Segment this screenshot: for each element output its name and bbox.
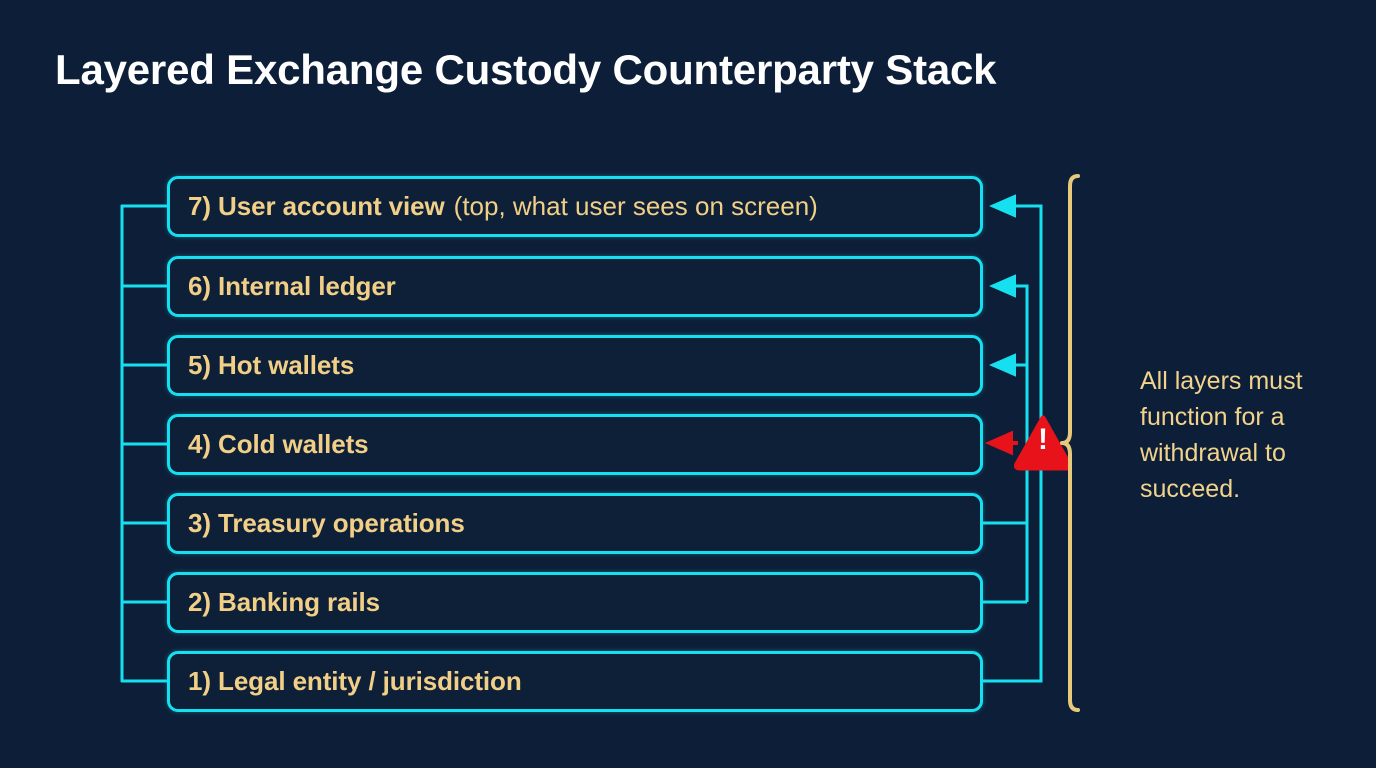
layer-label-3: 3) Treasury operations xyxy=(188,508,465,538)
layer-label-4: 4) Cold wallets xyxy=(188,429,369,459)
layer-note-7: (top, what user sees on screen) xyxy=(453,191,818,221)
layer-box-7[interactable]: 7) User account view (top, what user see… xyxy=(167,176,983,237)
annotation-text: All layers must function for a withdrawa… xyxy=(1140,367,1303,503)
layer-box-4[interactable]: 4) Cold wallets xyxy=(167,414,983,475)
layer-box-2[interactable]: 2) Banking rails xyxy=(167,572,983,633)
page-title: Layered Exchange Custody Counterparty St… xyxy=(55,46,997,93)
layer-box-3[interactable]: 3) Treasury operations xyxy=(167,493,983,554)
layer-box-5[interactable]: 5) Hot wallets xyxy=(167,335,983,396)
scope-brace xyxy=(1060,174,1080,712)
wire-from-layer-1 xyxy=(983,455,1043,683)
layer-label-6: 6) Internal ledger xyxy=(188,271,396,301)
layer-label-5: 5) Hot wallets xyxy=(188,350,355,380)
layer-box-6[interactable]: 6) Internal ledger xyxy=(167,256,983,317)
wire-to-layer-7 xyxy=(989,194,1043,432)
layer-label-1: 1) Legal entity / jurisdiction xyxy=(188,666,522,696)
wire-to-layer-6 xyxy=(989,274,1029,602)
layer-label-7: 7) User account view xyxy=(188,191,445,221)
layer-label-2: 2) Banking rails xyxy=(188,587,381,617)
layer-box-1[interactable]: 1) Legal entity / jurisdiction xyxy=(167,651,983,712)
warning-exclamation-glyph: ! xyxy=(1038,423,1048,456)
